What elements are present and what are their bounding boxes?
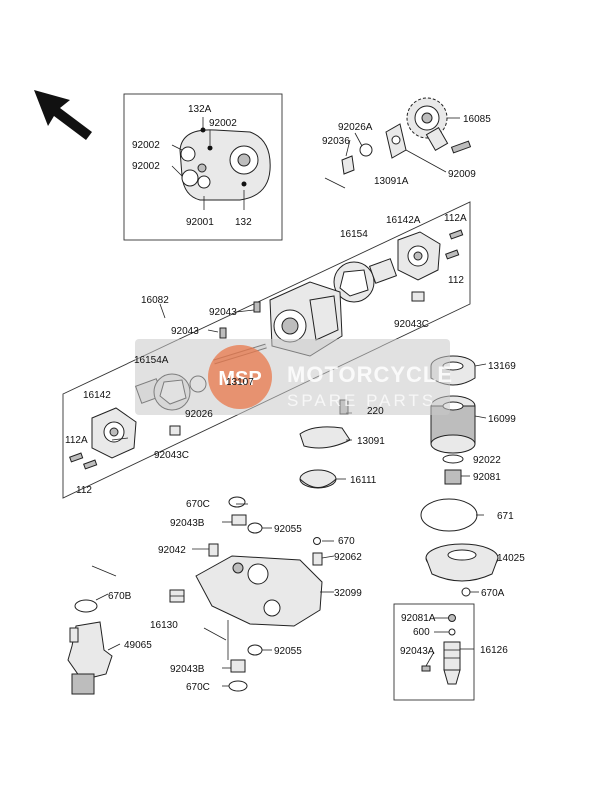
label-112A-top: 112A bbox=[444, 213, 467, 224]
label-13091: 13091 bbox=[357, 436, 385, 447]
watermark-badge bbox=[208, 345, 272, 409]
label-49065: 49065 bbox=[124, 640, 152, 651]
watermark-band bbox=[135, 339, 450, 415]
label-92081A: 92081A bbox=[401, 613, 436, 624]
label-92055-top: 92055 bbox=[274, 524, 302, 535]
pump-assembly-frame bbox=[62, 201, 471, 499]
label-132: 132 bbox=[235, 217, 252, 228]
label-92009: 92009 bbox=[448, 169, 476, 180]
label-92026: 92026 bbox=[185, 409, 213, 420]
label-92055-low: 92055 bbox=[274, 646, 302, 657]
label-92043-b: 92043 bbox=[171, 326, 199, 337]
label-92043C-top: 92043C bbox=[394, 319, 429, 330]
label-14025: 14025 bbox=[497, 553, 525, 564]
label-16154: 16154 bbox=[340, 229, 368, 240]
label-16111: 16111 bbox=[350, 475, 377, 486]
strainer bbox=[299, 399, 351, 489]
label-13091A: 13091A bbox=[374, 176, 409, 187]
label-92002-b: 92002 bbox=[132, 140, 160, 151]
label-670C-top: 670C bbox=[186, 499, 210, 510]
oil-pump-body bbox=[169, 496, 323, 692]
watermark-badge-text: MSP bbox=[218, 368, 261, 390]
label-92042: 92042 bbox=[158, 545, 186, 556]
label-132A: 132A bbox=[188, 104, 212, 115]
label-92002-a: 92002 bbox=[209, 118, 237, 129]
label-16142A: 16142A bbox=[386, 215, 421, 226]
relief-valve-inset bbox=[393, 603, 475, 701]
label-112-low: 112 bbox=[76, 485, 92, 496]
gear-group bbox=[324, 97, 472, 189]
oil-switch bbox=[67, 565, 117, 695]
label-13169: 13169 bbox=[488, 361, 516, 372]
label-670: 670 bbox=[338, 536, 355, 547]
label-16099: 16099 bbox=[488, 414, 516, 425]
label-92062: 92062 bbox=[334, 552, 362, 563]
label-16126: 16126 bbox=[480, 645, 508, 656]
label-16082: 16082 bbox=[141, 295, 169, 306]
part-labels: 132A 92002 92002 92002 92001 132 92026A … bbox=[65, 104, 525, 693]
label-600: 600 bbox=[413, 627, 430, 638]
leader-lines bbox=[95, 309, 479, 687]
label-92043B-low: 92043B bbox=[170, 664, 205, 675]
label-92043A: 92043A bbox=[400, 646, 435, 657]
label-92036: 92036 bbox=[322, 136, 350, 147]
label-671: 671 bbox=[497, 511, 514, 522]
label-32099: 32099 bbox=[334, 588, 362, 599]
direction-arrow-icon bbox=[34, 90, 92, 140]
label-92022: 92022 bbox=[473, 455, 501, 466]
label-670C-low: 670C bbox=[186, 682, 210, 693]
label-92002-c: 92002 bbox=[132, 161, 160, 172]
watermark: MSP MOTORCYCLE SPARE PARTS bbox=[135, 339, 453, 415]
watermark-line1: MOTORCYCLE bbox=[287, 362, 453, 387]
label-220: 220 bbox=[367, 406, 384, 417]
label-92043B-top: 92043B bbox=[170, 518, 205, 529]
label-670A: 670A bbox=[481, 588, 505, 599]
label-112-top: 112 bbox=[448, 275, 464, 286]
label-16142: 16142 bbox=[83, 390, 111, 401]
cover-inset bbox=[123, 93, 283, 241]
label-16130: 16130 bbox=[150, 620, 178, 631]
label-670B: 670B bbox=[108, 591, 132, 602]
label-92043C-low: 92043C bbox=[154, 450, 189, 461]
label-112A-low: 112A bbox=[65, 435, 88, 446]
label-92043-a: 92043 bbox=[209, 307, 237, 318]
label-16085: 16085 bbox=[463, 114, 491, 125]
label-92026A: 92026A bbox=[338, 122, 373, 133]
label-16154A: 16154A bbox=[134, 355, 169, 366]
label-92001: 92001 bbox=[186, 217, 214, 228]
watermark-line2: SPARE PARTS bbox=[287, 391, 436, 410]
label-13107: 13107 bbox=[226, 377, 254, 388]
label-92081: 92081 bbox=[473, 472, 501, 483]
